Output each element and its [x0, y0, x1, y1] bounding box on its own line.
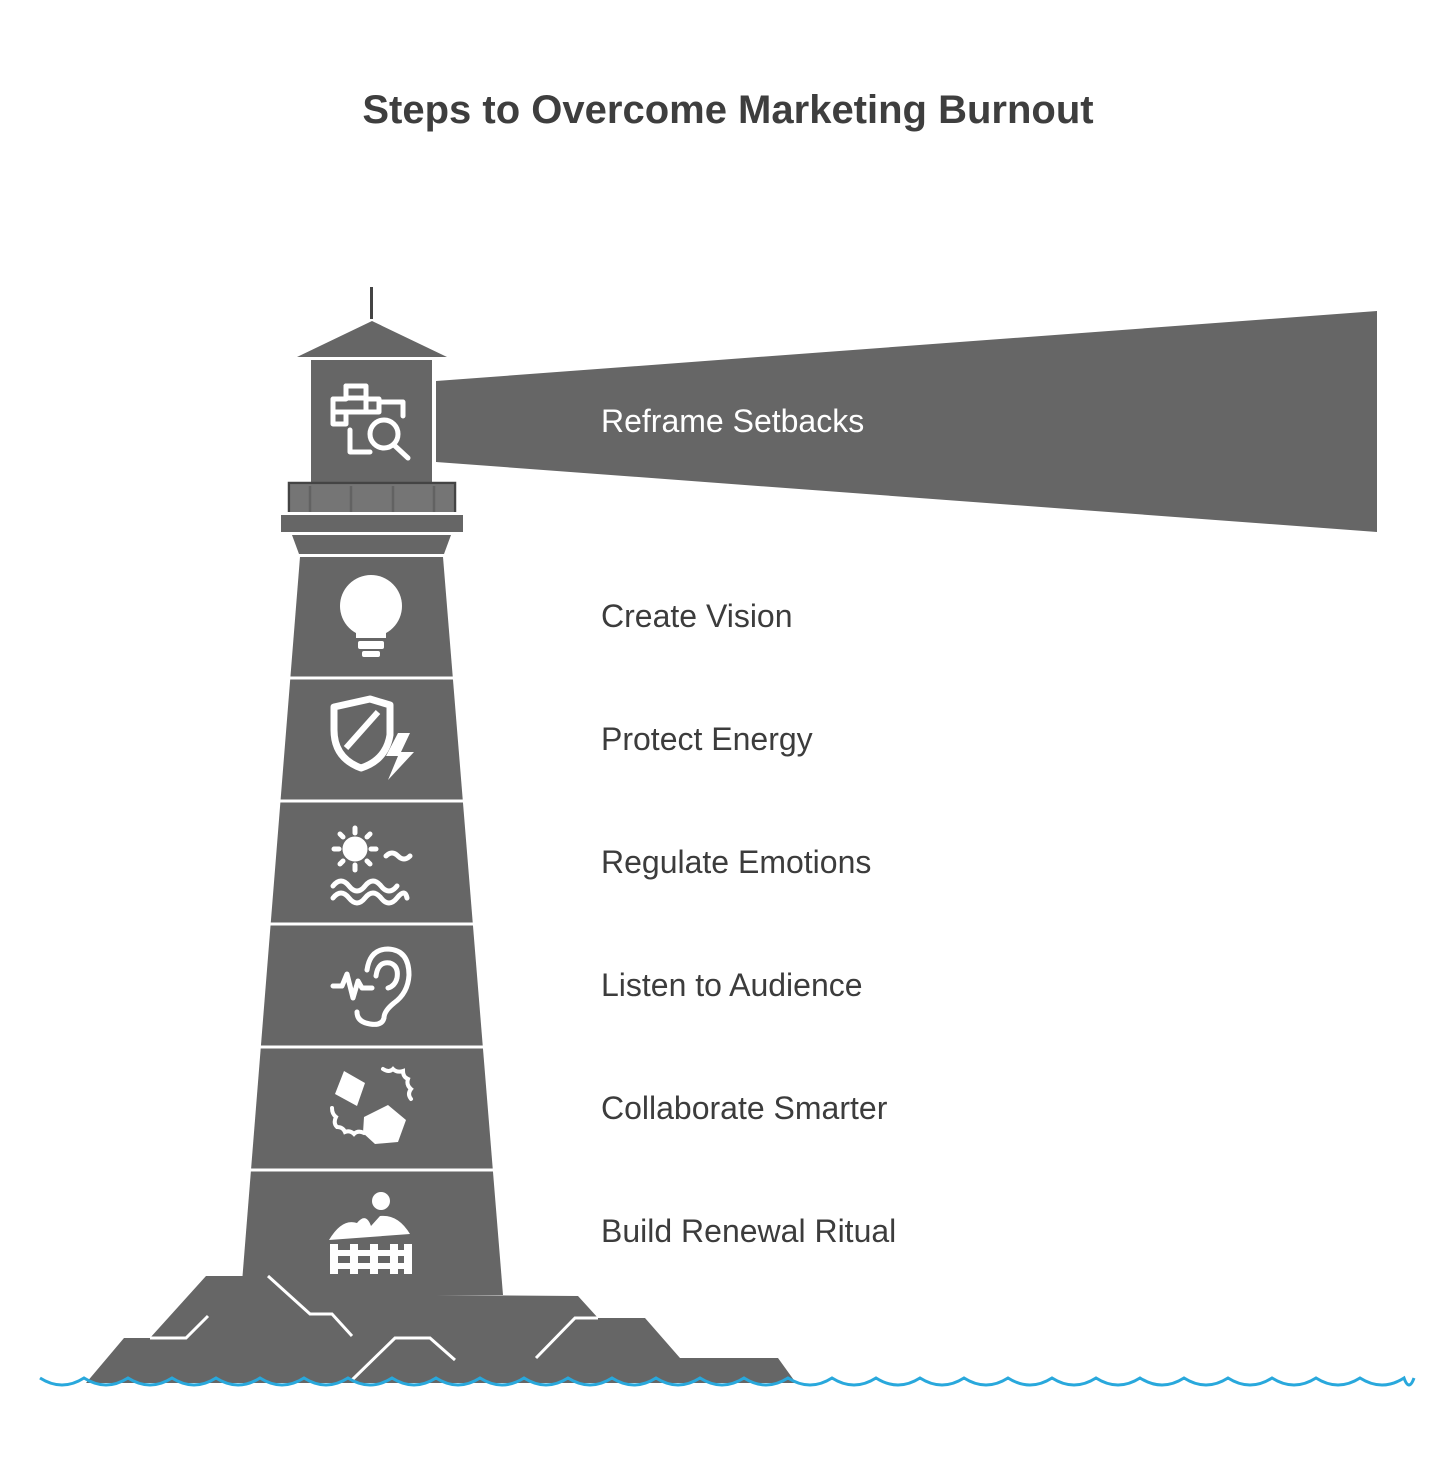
gallery-deck — [281, 515, 463, 532]
step-label-build-renewal-ritual: Build Renewal Ritual — [601, 1213, 897, 1249]
step-label-regulate-emotions: Regulate Emotions — [601, 844, 872, 880]
step-label-create-vision: Create Vision — [601, 598, 793, 634]
water-waves — [39, 1375, 1416, 1387]
rocks — [86, 1274, 796, 1383]
person-landscape-icon — [329, 1192, 412, 1274]
light-beam — [436, 311, 1377, 532]
step-label-reframe-setbacks: Reframe Setbacks — [601, 403, 865, 439]
step-label-collaborate-smarter: Collaborate Smarter — [601, 1090, 888, 1126]
railing-fill — [290, 484, 454, 512]
lantern-room — [311, 360, 432, 482]
lightbulb-icon — [340, 575, 402, 657]
lighthouse-roof — [297, 321, 447, 357]
puzzle-search-icon — [330, 383, 411, 461]
shield-lightning-icon — [330, 695, 414, 780]
page-title: Steps to Overcome Marketing Burnout — [362, 88, 1094, 132]
step-label-protect-energy: Protect Energy — [601, 721, 813, 757]
ear-soundwave-icon — [330, 946, 412, 1027]
tower-band-dividers — [240, 676, 504, 1172]
sun-waves-icon — [330, 825, 413, 906]
handshake-icon — [330, 1066, 414, 1144]
tower-body — [241, 557, 503, 1295]
step-label-listen-to-audience: Listen to Audience — [601, 967, 863, 1003]
lighthouse-antenna — [370, 287, 373, 319]
tower-neck — [292, 535, 451, 554]
